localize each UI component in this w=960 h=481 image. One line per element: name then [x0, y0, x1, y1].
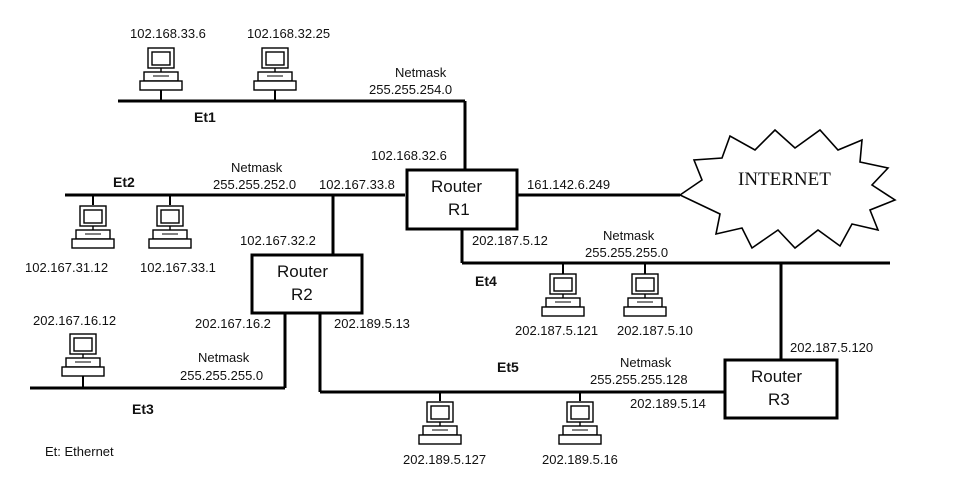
segment-et3-label: Et3 [132, 401, 154, 417]
router-r1-label: Router [431, 177, 482, 196]
host-et5-a-computer-icon [418, 401, 462, 445]
r3-et4-ip: 202.187.5.120 [790, 340, 873, 355]
host-et2-a-ip: 102.167.31.12 [25, 260, 108, 275]
host-et3-a-computer-icon [61, 333, 105, 377]
segment-et2-label: Et2 [113, 174, 135, 190]
segment-et1-label: Et1 [194, 109, 216, 125]
host-et1-b-ip: 102.168.32.25 [247, 26, 330, 41]
host-et2-b-ip: 102.167.33.1 [140, 260, 216, 275]
et1-netmask-value: 255.255.254.0 [369, 82, 452, 97]
host-et2-b-computer-icon [148, 205, 192, 249]
internet-cloud [678, 128, 897, 250]
router-r3-label: Router [751, 367, 802, 386]
r1-et2-ip: 102.167.33.8 [319, 177, 395, 192]
et1-netmask-title: Netmask [395, 65, 447, 80]
r2-et2-ip: 102.167.32.2 [240, 233, 316, 248]
host-et5-b-ip: 202.189.5.16 [542, 452, 618, 467]
r1-internet-ip: 161.142.6.249 [527, 177, 610, 192]
router-r1 [405, 168, 519, 231]
router-r1-name: R1 [448, 200, 470, 219]
segment-et5-label: Et5 [497, 359, 519, 375]
r1-et4-ip: 202.187.5.12 [472, 233, 548, 248]
router-r2-name: R2 [291, 285, 313, 304]
r2-et5-ip: 202.189.5.13 [334, 316, 410, 331]
et2-netmask-title: Netmask [231, 160, 283, 175]
r2-et3-ip: 202.167.16.2 [195, 316, 271, 331]
host-et4-a-computer-icon [541, 273, 585, 317]
host-et5-b-computer-icon [558, 401, 602, 445]
host-et3-a-ip: 202.167.16.12 [33, 313, 116, 328]
host-et4-b-ip: 202.187.5.10 [617, 323, 693, 338]
router-r2 [250, 253, 364, 315]
r1-et1-ip: 102.168.32.6 [371, 148, 447, 163]
router-r3-name: R3 [768, 390, 790, 409]
et5-netmask-value: 255.255.255.128 [590, 372, 688, 387]
segment-et4-label: Et4 [475, 273, 497, 289]
et2-netmask-value: 255.255.252.0 [213, 177, 296, 192]
internet-label: INTERNET [738, 169, 831, 190]
router-r2-label: Router [277, 262, 328, 281]
host-et4-a-ip: 202.187.5.121 [515, 323, 598, 338]
host-et1-a-ip: 102.168.33.6 [130, 26, 206, 41]
host-et1-a-computer-icon [139, 47, 183, 91]
host-et5-a-ip: 202.189.5.127 [403, 452, 486, 467]
et4-netmask-title: Netmask [603, 228, 655, 243]
et5-netmask-title: Netmask [620, 355, 672, 370]
host-et4-b-computer-icon [623, 273, 667, 317]
et4-netmask-value: 255.255.255.0 [585, 245, 668, 260]
router-r3 [723, 358, 839, 420]
et3-netmask-value: 255.255.255.0 [180, 368, 263, 383]
legend-text: Et: Ethernet [45, 444, 114, 459]
host-et2-a-computer-icon [71, 205, 115, 249]
et3-netmask-title: Netmask [198, 350, 250, 365]
host-et1-b-computer-icon [253, 47, 297, 91]
r3-et5-ip: 202.189.5.14 [630, 396, 706, 411]
